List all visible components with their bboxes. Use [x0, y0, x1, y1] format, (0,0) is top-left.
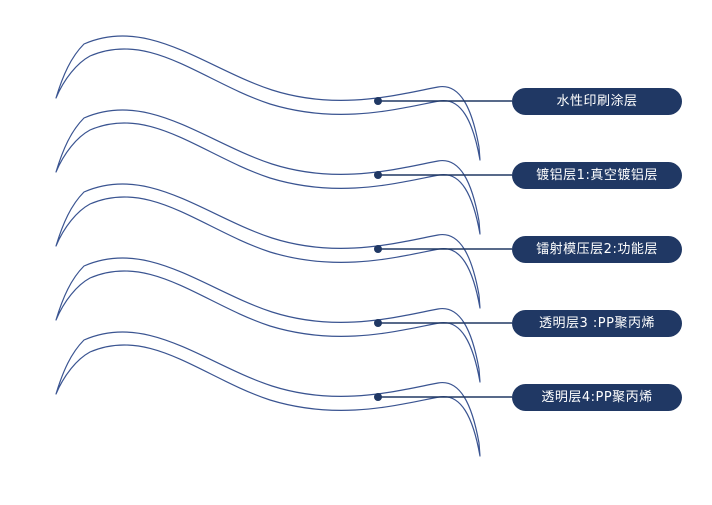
sheet-layer-2	[55, 109, 481, 235]
label-text: 镭射模压层2:功能层	[536, 242, 658, 257]
connector-dot-icon	[374, 393, 382, 401]
sheet-layer-5	[55, 331, 481, 457]
label-text: 水性印刷涂层	[556, 94, 638, 109]
connector-dot-icon	[374, 97, 382, 105]
connector-layer-1	[374, 97, 512, 105]
connector-dot-icon	[374, 245, 382, 253]
sheet-layer-4	[55, 257, 481, 383]
connector-layer-2	[374, 171, 512, 179]
label-text: 镀铝层1:真空镀铝层	[536, 168, 658, 183]
connector-layer-5	[374, 393, 512, 401]
label-transparent-layer-3: 透明层3 :PP聚丙烯	[512, 310, 682, 337]
label-aluminized-layer: 镀铝层1:真空镀铝层	[512, 162, 682, 189]
label-printing-coating: 水性印刷涂层	[512, 88, 682, 115]
label-text: 透明层3 :PP聚丙烯	[539, 316, 655, 331]
connector-dot-icon	[374, 171, 382, 179]
connector-dot-icon	[374, 319, 382, 327]
connector-layer-4	[374, 319, 512, 327]
label-text: 透明层4:PP聚丙烯	[541, 390, 653, 405]
connector-layer-3	[374, 245, 512, 253]
label-transparent-layer-4: 透明层4:PP聚丙烯	[512, 384, 682, 411]
sheet-layer-1	[55, 35, 481, 161]
sheet-layer-3	[55, 183, 481, 309]
label-laser-embossed-layer: 镭射模压层2:功能层	[512, 236, 682, 263]
